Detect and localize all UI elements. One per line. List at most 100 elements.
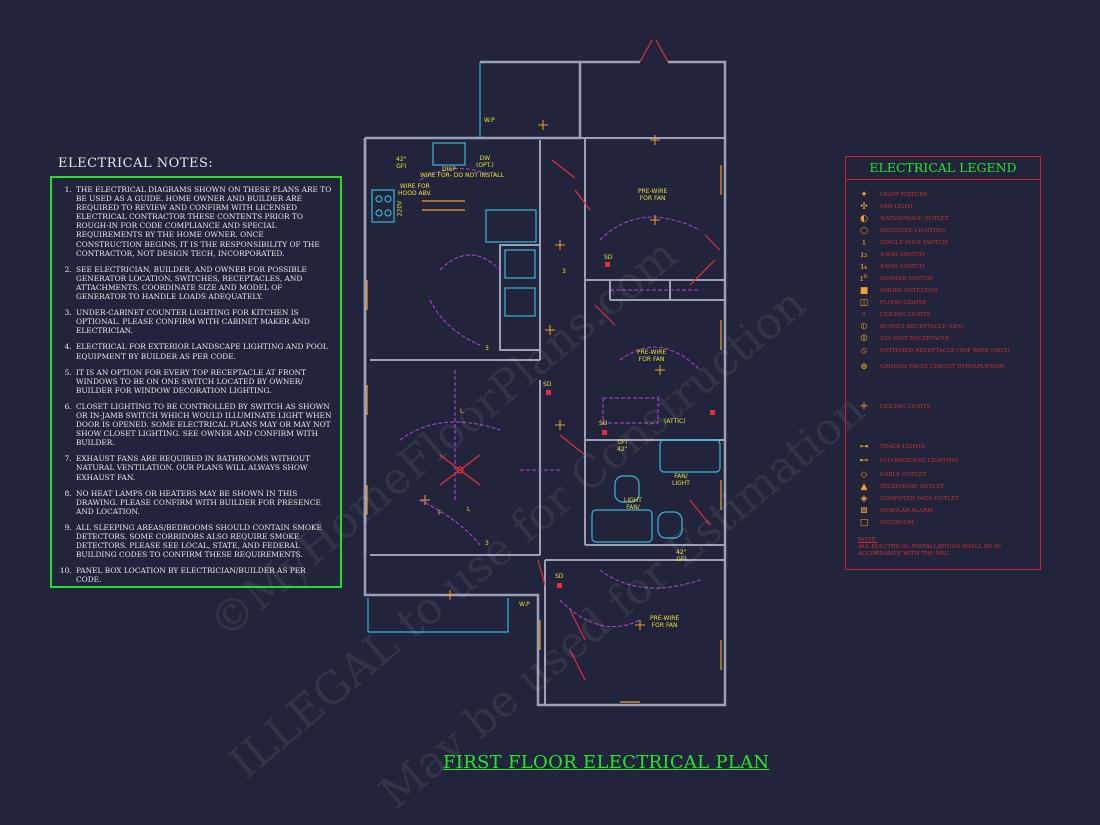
label-three-3: 3 — [562, 268, 566, 275]
kitchen-cabinets — [371, 142, 721, 543]
legend-divider — [846, 179, 1040, 180]
legend-dash: - — [872, 239, 875, 246]
legend-dash: - — [872, 323, 875, 330]
legend-symbol-icon: ◫ — [859, 298, 869, 308]
legend-item: ✦-LIGHT FIXTURE — [846, 190, 1042, 201]
wiring-circuits — [399, 168, 701, 628]
legend-symbol-icon: ◐ — [860, 214, 868, 224]
legend-item: ◦-CEILING LIGHTS — [846, 310, 1042, 321]
label-wire-note: WIRE FOR- DO NOT INSTALL — [420, 172, 504, 179]
label-prewire-fan-1: PRE-WIRE FOR FAN — [638, 188, 668, 202]
plan-title: FIRST FLOOR ELECTRICAL PLAN — [443, 752, 770, 773]
note-item: ALL SLEEPING AREAS/BEDROOMS SHOULD CONTA… — [74, 523, 332, 559]
legend-label: 4-WAY SWITCH — [880, 264, 925, 270]
legend-label: WATERPROOF OUTLET — [880, 216, 949, 222]
exterior-walls — [363, 60, 727, 707]
label-sd-3: SD — [599, 420, 608, 427]
legend-dash: - — [872, 403, 875, 410]
legend-dash: - — [872, 457, 875, 464]
legend-item: ⊕-GROUND FAULT CIRCUIT INTERRUPTION — [846, 362, 1042, 373]
legend-symbol-icon: ı₄ — [860, 262, 868, 272]
label-hood: WIRE FOR HOOD ABV. — [398, 183, 432, 197]
legend-dash: - — [872, 299, 875, 306]
legend-item: ⊶-TRACK LIGHTS — [846, 442, 1042, 453]
legend-label: CEILING LIGHTS — [880, 312, 931, 318]
legend-dash: - — [872, 215, 875, 222]
legend-dash: - — [872, 203, 875, 210]
legend-symbol-icon: ■ — [859, 286, 869, 296]
legend-label: TRACK LIGHTS — [880, 444, 926, 450]
label-gfi-kitchen: 42" GFI — [396, 156, 407, 170]
legend-dash: - — [872, 507, 875, 514]
legend-item: ⦷-220 VOLT RECEPTACLE — [846, 334, 1042, 345]
label-sd-2: SD — [543, 381, 552, 388]
legend-symbol-icon: ✣ — [860, 202, 868, 212]
legend-dash: - — [872, 227, 875, 234]
legend-item: ▲-TELEPHONE OUTLET — [846, 482, 1042, 493]
label-sd-1: SD — [604, 254, 613, 261]
legend-symbol-icon: ⦶ — [860, 322, 868, 332]
legend-item: ◈-COMPUTER DATA OUTLET — [846, 494, 1042, 505]
note-item: NO HEAT LAMPS OR HEATERS MAY BE SHOWN IN… — [74, 489, 332, 516]
legend-item: ⦶-DUPLEX RECEPTACLE (GFI) — [846, 322, 1042, 333]
legend-dash: - — [872, 483, 875, 490]
note-item: EXHAUST FANS ARE REQUIRED IN BATHROOMS W… — [74, 454, 332, 481]
legend-dash: - — [872, 495, 875, 502]
legend-label: 3-WAY SWITCH — [880, 252, 925, 258]
label-three-1: 3 — [485, 345, 489, 352]
legend-symbol-icon: ⦷ — [860, 334, 868, 344]
label-prewire-fan-3: PRE-WIRE FOR FAN — [650, 615, 680, 629]
legend-symbol-icon: ◇ — [860, 470, 868, 480]
legend-item: □-INTERCOM — [846, 518, 1042, 529]
label-220v: 220V — [396, 200, 404, 217]
legend-symbol-icon: ı₃ — [860, 250, 868, 260]
note-item: THE ELECTRICAL DIAGRAMS SHOWN ON THESE P… — [74, 185, 332, 258]
label-light-fan-2: LIGHT FAN/ — [624, 497, 642, 511]
legend-dash: - — [872, 275, 875, 282]
note-item: UNDER-CABINET COUNTER LIGHTING FOR KITCH… — [74, 308, 332, 335]
legend-item: ✛-CEILING LIGHTS — [846, 402, 1042, 413]
label-gfi-bath-2: 42" GFI — [676, 549, 687, 563]
label-l-1: L — [460, 408, 464, 415]
legend-label: LIGHT FIXTURE — [880, 192, 928, 198]
legend-dash: - — [872, 263, 875, 270]
legend-symbol-icon: ✛ — [860, 402, 868, 412]
legend-note-text: ALL ELECTRICAL INSTALLATIONS SHALL BE IN… — [858, 544, 1002, 557]
legend-dash: - — [872, 443, 875, 450]
notes-title: ELECTRICAL NOTES: — [58, 156, 214, 171]
legend-panel: ELECTRICAL LEGEND ✦-LIGHT FIXTURE✣-FAN L… — [845, 156, 1041, 570]
legend-label: DIMMER SWITCH — [880, 276, 933, 282]
legend-item: ◫-FLOOD LIGHTS — [846, 298, 1042, 309]
legend-item: ✣-FAN LIGHT — [846, 202, 1042, 213]
legend-item: ◐-WATERPROOF OUTLET — [846, 214, 1042, 225]
legend-symbol-icon: □ — [859, 518, 869, 528]
legend-label: INTERCOM — [880, 520, 914, 526]
label-dw: DW (OPT.) — [476, 155, 494, 169]
label-fan-light-1: FAN/ LIGHT — [672, 473, 690, 487]
legend-item: ı₄-4-WAY SWITCH — [846, 262, 1042, 273]
legend-title: ELECTRICAL LEGEND — [869, 160, 1017, 175]
legend-item: ○-RECESSED LIGHTING — [846, 226, 1042, 237]
legend-label: CEILING LIGHTS — [880, 404, 931, 410]
legend-item: ⊠-BURGLAR ALARM — [846, 506, 1042, 517]
legend-note-heading: NOTE: — [858, 537, 878, 543]
legend-label: SWITCHED RECEPTACLE (TOP WIRE ONLY) — [880, 348, 1010, 354]
legend-dash: - — [872, 335, 875, 342]
legend-label: GROUND FAULT CIRCUIT INTERRUPTION — [880, 364, 1005, 370]
legend-item: ⊷-FLUORESCENT LIGHTING — [846, 456, 1042, 467]
legend-label: DUPLEX RECEPTACLE (GFI) — [880, 324, 964, 330]
legend-item: ⦸-SWITCHED RECEPTACLE (TOP WIRE ONLY) — [846, 346, 1042, 357]
legend-label: COMPUTER DATA OUTLET — [880, 496, 959, 502]
note-item: CLOSET LIGHTING TO BE CONTROLLED BY SWIT… — [74, 402, 332, 447]
legend-item: ı-SINGLE POLE SWITCH — [846, 238, 1042, 249]
receptacles — [366, 165, 722, 703]
smoke-detectors — [546, 262, 715, 588]
legend-label: RECESSED LIGHTING — [880, 228, 946, 234]
legend-label: FAN LIGHT — [880, 204, 914, 210]
door-swings — [537, 39, 721, 681]
legend-symbol-icon: ○ — [860, 226, 868, 236]
note-item: IT IS AN OPTION FOR EVERY TOP RECEPTACLE… — [74, 368, 332, 395]
legend-item: ı₃-3-WAY SWITCH — [846, 250, 1042, 261]
label-disp: DISP — [442, 166, 456, 173]
